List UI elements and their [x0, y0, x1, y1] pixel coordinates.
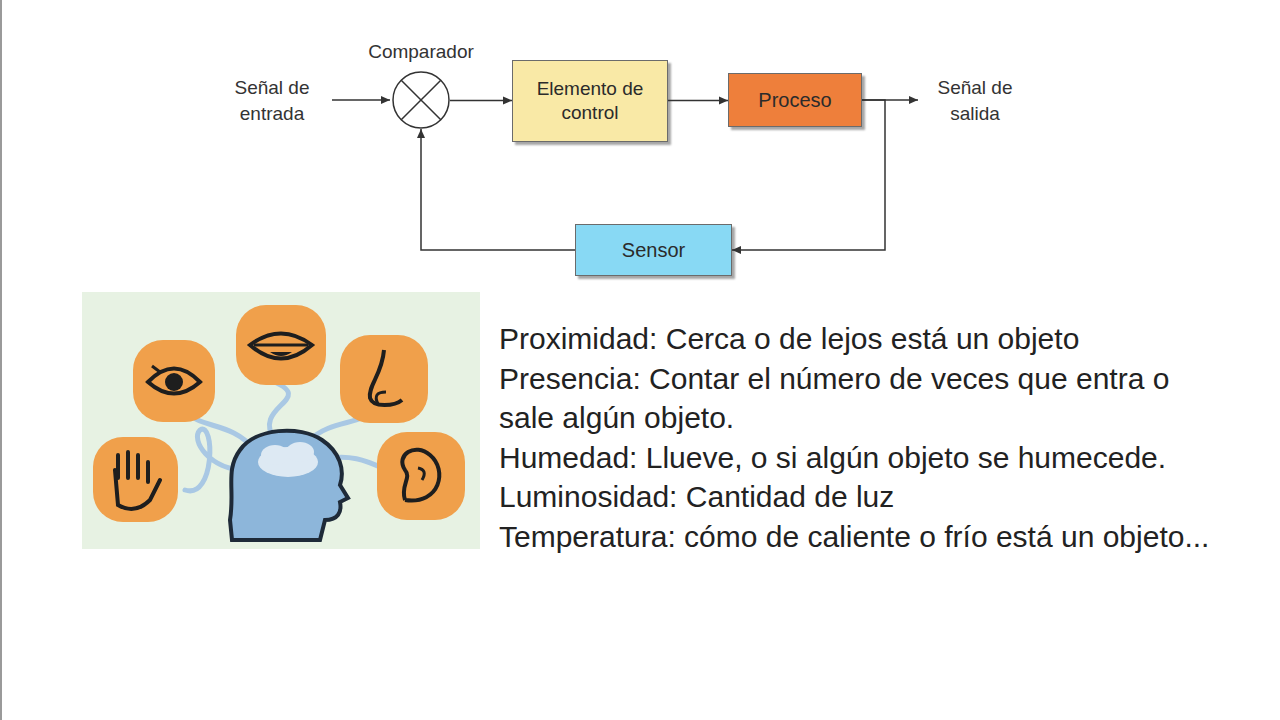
signal-arrow — [668, 100, 728, 102]
process-box: Elemento de control — [512, 60, 668, 142]
box-label: Sensor — [616, 238, 691, 262]
sensor-type-line: Presencia: Contar el número de veces que… — [499, 359, 1211, 438]
box-label: Elemento de control — [513, 77, 667, 125]
process-box: Proceso — [728, 73, 862, 127]
sensor-type-line: Proximidad: Cerca o de lejos está un obj… — [499, 319, 1211, 359]
signal-label: Señal de entrada — [212, 75, 332, 127]
senses-illustration — [82, 292, 480, 549]
signal-arrow — [450, 100, 512, 102]
sensor-type-line: Temperatura: cómo de caliente o frío est… — [499, 517, 1211, 557]
sensor-types-text: Proximidad: Cerca o de lejos está un obj… — [499, 319, 1211, 556]
comparator-circle — [392, 71, 450, 129]
signal-arrow — [421, 129, 575, 250]
input-arrow — [332, 99, 390, 101]
signal-arrow — [732, 100, 885, 250]
comparator: Comparador — [371, 40, 471, 130]
sensor-type-line: Humedad: Llueve, o si algún objeto se hu… — [499, 438, 1211, 478]
box-label: Proceso — [752, 88, 837, 112]
comparator-label: Comparador — [351, 40, 491, 64]
signal-label: Señal de salida — [925, 75, 1025, 127]
output-arrow — [862, 99, 918, 101]
process-box: Sensor — [575, 224, 732, 276]
sensor-type-line: Luminosidad: Cantidad de luz — [499, 477, 1211, 517]
